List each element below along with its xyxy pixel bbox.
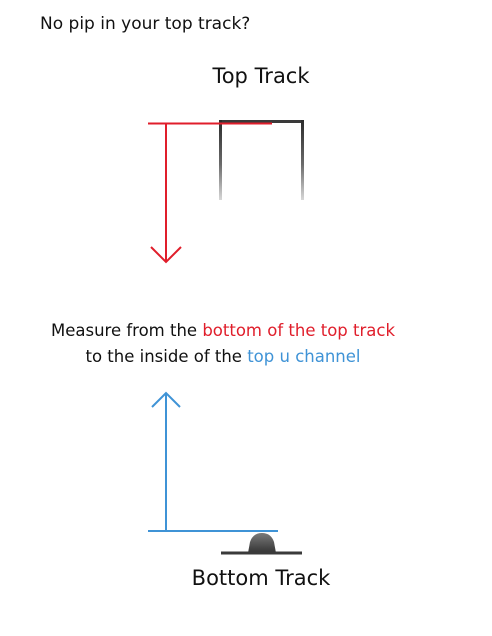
bottom-track-label: Bottom Track [191,566,331,590]
instruction-line-2: to the inside of the top u channel [0,344,446,370]
top-measure-arrow [148,122,272,264]
instruction-line-2-text: to the inside of the [85,347,248,366]
top-track-label: Top Track [212,64,310,88]
instruction-line-1: Measure from the bottom of the top track [0,318,446,344]
bottom-measure-arrow [148,391,278,532]
heading: No pip in your top track? [40,14,251,34]
bottom-track [221,533,302,555]
pip-bump [248,533,276,553]
top-u-channel [219,120,304,200]
instruction-line-1-text: Measure from the [50,321,203,340]
instruction-line-1-highlight: bottom of the top track [202,321,395,340]
instruction-line-2-highlight: top u channel [247,347,361,366]
measurement-instructions: Measure from the bottom of the top track… [0,318,446,370]
